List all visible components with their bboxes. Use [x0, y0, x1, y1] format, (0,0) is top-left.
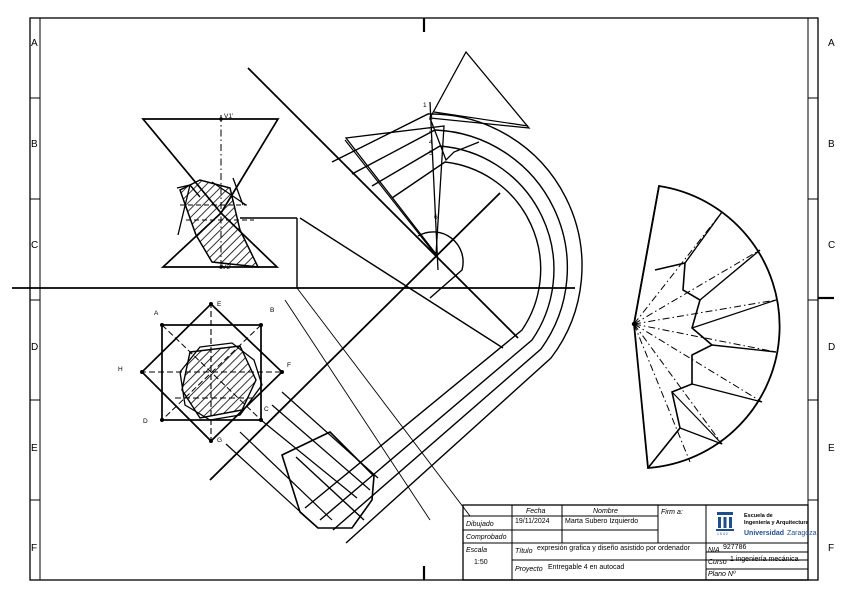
title-block-escala-label: Escala — [466, 547, 488, 554]
vertex-dots-elevation — [219, 117, 223, 269]
point-label-a: A — [154, 310, 159, 317]
logo-year: 1 5 4 2 — [717, 532, 728, 536]
title-block-curso-value: 1 ingeniería mecánica — [730, 556, 799, 563]
zone-label-right-a: A — [828, 38, 835, 49]
point-label-d: D — [143, 418, 148, 425]
title-block-dibujado-fecha: 19/11/2024 — [515, 518, 550, 525]
zone-label-left-a: A — [31, 38, 38, 49]
logo-university: Universidad — [744, 530, 785, 537]
division-mark-6: 6 — [434, 214, 438, 221]
zone-label-right-f: F — [828, 543, 835, 554]
point-label-b: B — [270, 307, 275, 314]
development-band — [304, 113, 583, 544]
zone-label-left-c: C — [31, 240, 39, 251]
point-label-c: C — [264, 406, 269, 413]
division-mark-3: 3 — [429, 127, 433, 134]
title-block-firma-label: Firm a: — [661, 509, 683, 516]
flag-triangles — [344, 50, 531, 256]
title-block-comprobado-label: Comprobado — [466, 534, 507, 541]
point-label-h: H — [118, 366, 123, 373]
logo-line-2: Ingeniería y Arquitectura — [744, 520, 809, 526]
division-mark-2: 2 — [429, 115, 433, 122]
title-block-nia-label: NIA — [708, 547, 720, 554]
zone-label-right-c: C — [828, 240, 836, 251]
division-mark-4: 4 — [429, 139, 433, 146]
title-block-head-nombre: Nombre — [593, 508, 618, 515]
point-label-e: E — [217, 301, 222, 308]
title-block-titulo-label: Título — [515, 548, 533, 555]
zone-label-right-e: E — [828, 443, 835, 454]
division-mark-1: 1 — [423, 102, 427, 109]
elevation-view — [141, 115, 298, 288]
fan-apex-dot — [631, 321, 637, 327]
logo-city: Zaragoza — [787, 530, 817, 537]
sheet-border — [29, 17, 834, 581]
title-block-escala-value: 1:50 — [474, 559, 488, 566]
title-block-proyecto-value: Entregable 4 en autocad — [548, 564, 625, 571]
title-block-dibujado-nombre: Marta Subero Izquierdo — [565, 518, 639, 525]
point-label-v2: V2' — [222, 264, 232, 271]
projection-band — [225, 287, 471, 529]
zone-label-left-f: F — [31, 543, 38, 554]
zone-label-left-e: E — [31, 443, 38, 454]
title-block-dibujado-label: Dibujado — [466, 521, 494, 528]
title-block-frame — [462, 504, 809, 581]
point-label-g: G — [217, 437, 223, 444]
division-mark-5: 5 — [429, 150, 433, 157]
title-block-nia-value: 927786 — [723, 544, 747, 551]
zone-label-right-d: D — [828, 342, 836, 353]
vertex-dots-plan — [140, 302, 284, 443]
title-block-titulo-value: expresión grafica y diseño asistido por … — [537, 545, 690, 552]
title-block-head-fecha: Fecha — [526, 508, 546, 515]
zone-label-right-b: B — [828, 139, 835, 150]
title-block-curso-label: Curso — [708, 559, 727, 566]
title-block-plano-label: Plano Nº — [708, 571, 736, 578]
zone-label-left-d: D — [31, 342, 39, 353]
title-block-proyecto-label: Proyecto — [515, 566, 543, 573]
point-label-f: F — [287, 362, 291, 369]
university-logo-mark — [716, 512, 734, 531]
fan-development — [633, 184, 781, 469]
point-label-v1: V1' — [224, 113, 234, 120]
zone-label-left-b: B — [31, 139, 38, 150]
plan-view — [140, 302, 284, 443]
logo-line-1: Escuela de — [744, 513, 773, 519]
construction-lines — [209, 67, 529, 481]
